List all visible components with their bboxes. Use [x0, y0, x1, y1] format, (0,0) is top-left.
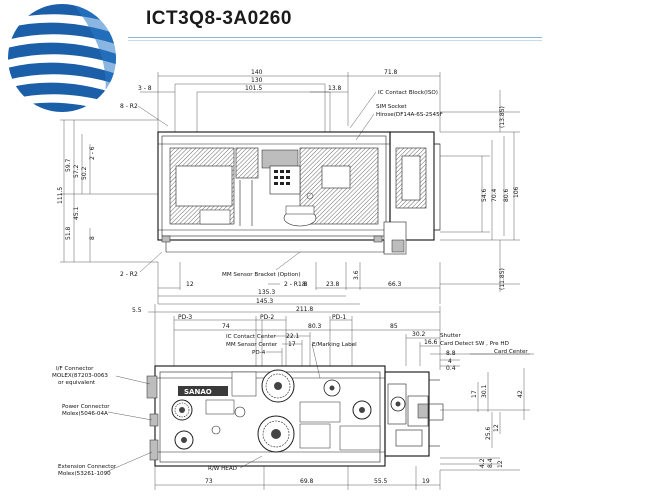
dim-16-6: 16.6	[424, 339, 438, 346]
callout-card-detect: Card Detect SW , Pre HD	[440, 341, 509, 347]
top-view: 140 71.8 130 101.5 13.8 3 - 8 8 - R2 IC …	[57, 69, 520, 305]
dim-66-3: 66.3	[388, 281, 402, 288]
brand-label: SANAO	[184, 388, 212, 396]
dim-22-1: 22.1	[286, 333, 300, 340]
connector-if-name: I/F Connector	[56, 366, 94, 372]
connector-if-alt: or equivalent	[58, 380, 96, 386]
dim-3-8: 3 - 8	[138, 85, 152, 92]
dim-13-85: (13.85)	[499, 106, 506, 128]
dim-135-3: 135.3	[258, 289, 275, 296]
dim-140: 140	[251, 69, 263, 76]
dim-8-bottom: 8	[302, 281, 306, 288]
page-title: ICT3Q8-3A0260	[146, 8, 292, 29]
label-pd-1: PD-1	[332, 314, 346, 321]
company-logo	[8, 4, 116, 112]
dim-57-2: 57.2	[73, 164, 80, 178]
dim-4-2: 4.2	[479, 458, 486, 468]
callout-sim-socket: SIM Socket	[376, 104, 407, 110]
dim-73: 73	[205, 478, 213, 485]
label-pd-3: PD-3	[178, 314, 192, 321]
dim-80-6: 80.6	[503, 188, 510, 202]
dim-2-r1-8: 2 - R1.8	[284, 281, 308, 288]
dim-70-4: 70.4	[491, 188, 498, 202]
dim-0-4: 0.4	[446, 365, 456, 372]
dim-211-8: 211.8	[296, 306, 313, 313]
connector-power-part: Molex(5046-04A	[62, 411, 108, 417]
title-rule	[128, 37, 542, 38]
dim-111-5: 111.5	[57, 187, 64, 204]
dim-80-3: 80.3	[308, 323, 322, 330]
callout-ic-contact-center: IC Contact Center	[226, 334, 276, 340]
dim-42: 42	[517, 390, 524, 398]
dim-54-6: 54.6	[481, 188, 488, 202]
connector-extension-part: Molex(53261-1090	[58, 471, 111, 477]
dim-11-85: (11.85)	[499, 268, 506, 290]
dim-12-lower: 12	[497, 460, 504, 468]
gear-group	[171, 369, 372, 453]
connector-if-part: MOLEX(87203-0063	[52, 373, 108, 379]
dim-50-2: 50.2	[81, 166, 88, 180]
dim-30-1: 30.1	[481, 384, 488, 398]
dim-30-2: 30.2	[412, 331, 426, 338]
dim-101-5: 101.5	[245, 85, 262, 92]
connector-extension-name: Extension Connector	[58, 464, 117, 470]
dim-13-8: 13.8	[328, 85, 342, 92]
dim-5-5: 5.5	[132, 307, 142, 314]
dim-2-r2: 2 - R2	[120, 271, 138, 278]
callout-rw-head: R/W HEAD	[208, 466, 237, 472]
dim-45-1: 45.1	[73, 206, 80, 220]
callout-ic-contact-block: IC Contact Block(ISO)	[378, 90, 438, 96]
callout-mm-sensor-center: MM Sensor Center	[226, 342, 278, 348]
callout-pd-4: PD-4	[252, 350, 266, 356]
dim-130: 130	[251, 77, 263, 84]
dim-8-8: 8.8	[446, 350, 456, 357]
dim-19: 19	[422, 478, 430, 485]
dim-4: 4	[448, 358, 452, 365]
dim-2-6: 2 - 6	[89, 146, 96, 160]
dim-51-8: 51.8	[65, 226, 72, 240]
front-view: 5.5 211.8 PD-3 PD-2 PD-1 74 80.3 85 IC C…	[52, 304, 534, 490]
dim-17-right: 17	[471, 390, 478, 398]
callout-mm-sensor-bracket: MM Sensor Bracket (Option)	[222, 272, 301, 278]
callout-card-center: Card Center	[494, 349, 528, 355]
dim-59-7: 59.7	[65, 158, 72, 172]
dim-8-r2: 8 - R2	[120, 103, 138, 110]
dim-12: 12	[186, 281, 194, 288]
dim-25-6: 25.6	[485, 426, 492, 440]
dim-74: 74	[222, 323, 230, 330]
dim-145-3: 145.3	[256, 298, 273, 305]
dim-71-8: 71.8	[384, 69, 398, 76]
dim-12-right: 12	[493, 424, 500, 432]
title-rule-secondary	[128, 40, 542, 41]
dim-8-4: 8.4	[487, 458, 494, 468]
callout-emboss-label: E/Marking Label	[312, 342, 357, 348]
dim-23-8: 23.8	[326, 281, 340, 288]
dim-17: 17	[288, 341, 296, 348]
callout-sim-part: Hirose(DF14A-6S-2545F	[376, 112, 443, 118]
dim-85: 85	[390, 323, 398, 330]
dim-106: 106	[513, 186, 520, 198]
dim-8: 8	[89, 236, 96, 240]
connector-power-name: Power Connector	[62, 404, 110, 410]
callout-shutter: Shutter	[440, 333, 461, 339]
dim-69-8: 69.8	[300, 478, 314, 485]
dim-3-6: 3.6	[353, 270, 360, 280]
label-pd-2: PD-2	[260, 314, 274, 321]
dim-55-5: 55.5	[374, 478, 388, 485]
